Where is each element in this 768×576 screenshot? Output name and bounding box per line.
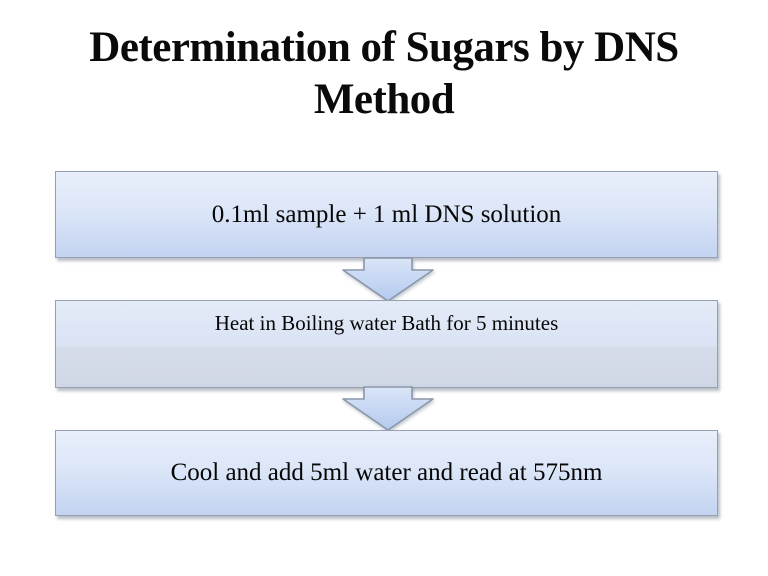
step-2-label: Heat in Boiling water Bath for 5 minutes: [214, 311, 559, 335]
slide-title: Determination of Sugars by DNS Method: [89, 24, 679, 123]
step-3-label: Cool and add 5ml water and read at 575nm: [170, 459, 603, 486]
step-box-heat: Heat in Boiling water Bath for 5 minutes: [55, 300, 718, 388]
down-arrow-icon: [342, 386, 434, 431]
step-box-sample: 0.1ml sample + 1 ml DNS solution: [55, 171, 718, 258]
step-box-read: Cool and add 5ml water and read at 575nm: [55, 430, 718, 516]
step-1-label: 0.1ml sample + 1 ml DNS solution: [211, 200, 562, 228]
down-arrow-icon: [342, 257, 434, 302]
